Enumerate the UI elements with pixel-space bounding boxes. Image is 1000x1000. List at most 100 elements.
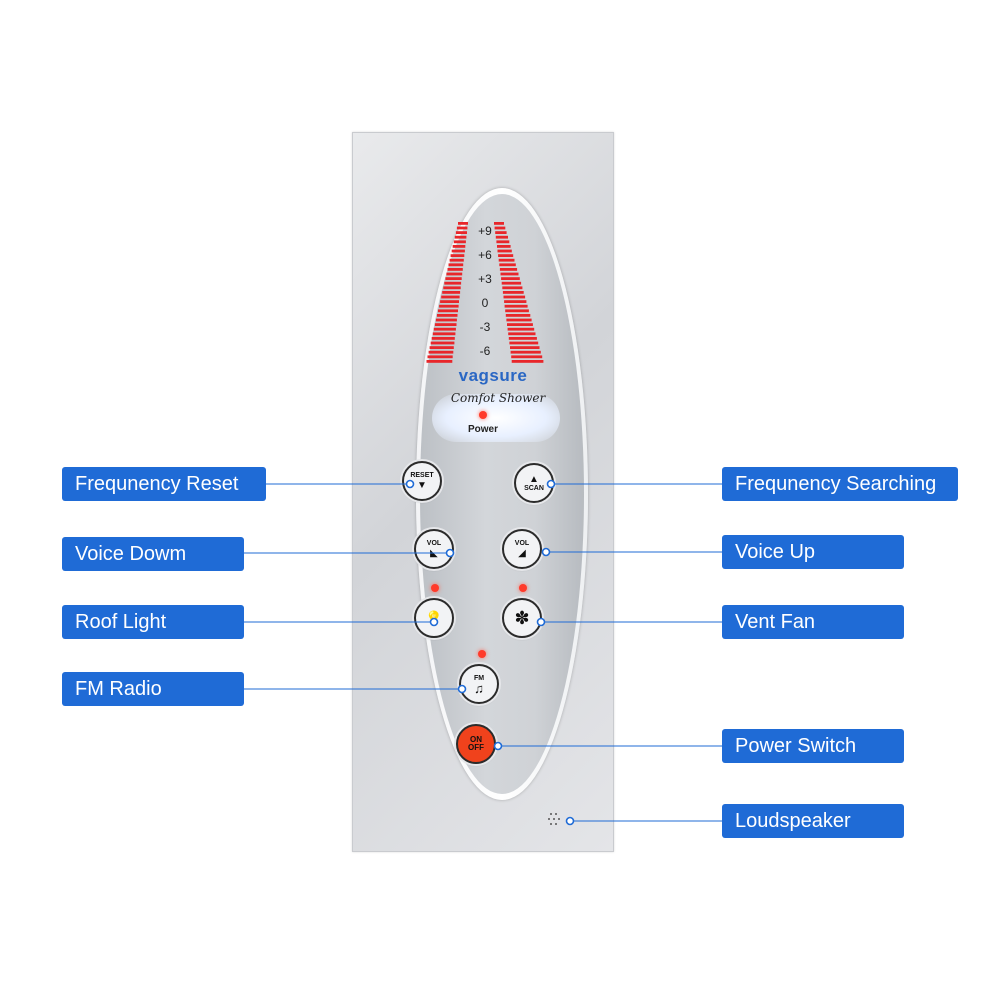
level-bar-segment bbox=[507, 323, 533, 326]
scale-tick: 0 bbox=[481, 296, 489, 310]
scale-tick: +3 bbox=[478, 272, 492, 286]
control-oval-face bbox=[420, 194, 584, 794]
connector-dot bbox=[536, 617, 546, 627]
label-roof-light: Roof Light bbox=[62, 605, 244, 639]
level-bar-segment bbox=[497, 249, 512, 253]
level-bar-segment bbox=[506, 318, 532, 322]
level-bar-segment bbox=[441, 295, 460, 299]
level-bar-segment bbox=[427, 355, 453, 359]
level-bar-segment bbox=[456, 226, 468, 230]
level-bar-segment bbox=[444, 281, 462, 285]
level-bar-segment bbox=[450, 254, 465, 257]
volume-up-label: VOL bbox=[514, 539, 530, 547]
level-bar-segment bbox=[439, 304, 459, 308]
level-bar-segment bbox=[449, 258, 464, 262]
level-bar-segment bbox=[431, 337, 455, 340]
volume-down-label: VOL bbox=[426, 539, 442, 547]
level-bar-segment bbox=[509, 341, 539, 345]
level-bar-segment bbox=[497, 245, 511, 248]
roof-light-led bbox=[431, 584, 439, 592]
level-bar-segment bbox=[433, 327, 456, 331]
level-bar-segment bbox=[443, 286, 461, 290]
product-subtitle: Comfot Shower bbox=[450, 391, 546, 405]
label-voice-down: Voice Dowm bbox=[62, 537, 244, 571]
roof-light-button[interactable]: 💡 bbox=[414, 598, 454, 638]
level-bar-segment bbox=[500, 272, 519, 276]
triangle-down-icon: ▼ bbox=[417, 479, 427, 491]
level-bar-segment bbox=[428, 350, 454, 354]
level-bar-segment bbox=[458, 222, 468, 225]
level-bar-segment bbox=[511, 360, 544, 363]
level-bar-segment bbox=[446, 272, 463, 276]
reset-button-label: RESET bbox=[410, 471, 434, 479]
level-bar-segment bbox=[426, 360, 453, 363]
fm-radio-button[interactable]: FM ♫ bbox=[459, 664, 499, 704]
label-power-switch: Power Switch bbox=[722, 729, 904, 763]
level-bar-segment bbox=[435, 318, 457, 322]
level-bar-segment bbox=[453, 240, 466, 244]
vent-fan-led bbox=[519, 584, 527, 592]
level-bar-segment bbox=[448, 263, 464, 267]
loudspeaker-grille bbox=[548, 813, 562, 825]
level-bar-segment bbox=[452, 245, 466, 248]
level-bar-segment bbox=[430, 341, 455, 345]
volume-ramp-icon: ◢ bbox=[518, 547, 526, 559]
level-bar-segment bbox=[508, 332, 536, 336]
level-bar-segment bbox=[454, 235, 467, 239]
level-bar-segment bbox=[507, 327, 535, 331]
level-bar-segment bbox=[432, 332, 456, 336]
level-bar-segment bbox=[498, 254, 514, 257]
volume-up-button[interactable]: VOL ◢ bbox=[502, 529, 542, 569]
level-bar-segment bbox=[445, 277, 462, 280]
scale-tick: +6 bbox=[478, 248, 492, 262]
level-bar-segment bbox=[499, 263, 516, 267]
connector-dot bbox=[457, 684, 467, 694]
level-bar-segment bbox=[494, 222, 504, 225]
level-bar-segment bbox=[504, 304, 528, 308]
level-bar-segment bbox=[511, 355, 543, 359]
level-bar-segment bbox=[505, 314, 531, 317]
brand-logo: vagsure bbox=[458, 366, 528, 385]
fm-radio-label: FM bbox=[473, 674, 485, 682]
level-bar-segment bbox=[434, 323, 457, 326]
level-meter-right bbox=[494, 222, 544, 363]
connector-dot bbox=[541, 547, 551, 557]
level-bar-segment bbox=[429, 346, 454, 349]
label-frequency-searching: Frequnency Searching bbox=[722, 467, 958, 501]
level-bar-segment bbox=[442, 291, 461, 294]
fan-icon: ✽ bbox=[514, 608, 530, 628]
connector-dot bbox=[565, 816, 575, 826]
level-bar-segment bbox=[510, 346, 540, 349]
level-bar-segment bbox=[505, 309, 529, 313]
level-bar-segment bbox=[502, 291, 524, 294]
level-bar-segment bbox=[495, 231, 507, 234]
level-bar-segment bbox=[498, 258, 515, 262]
power-button[interactable]: ON OFF bbox=[456, 724, 496, 764]
scale-tick: +9 bbox=[478, 224, 492, 238]
power-indicator-led bbox=[479, 411, 487, 419]
power-on-label: ON bbox=[470, 735, 482, 744]
music-note-icon: ♫ bbox=[474, 680, 484, 696]
power-off-label: OFF bbox=[468, 743, 484, 752]
fm-radio-led bbox=[478, 650, 486, 658]
scan-button-label: SCAN bbox=[524, 484, 544, 492]
connector-dot bbox=[429, 617, 439, 627]
level-bar-segment bbox=[438, 309, 458, 313]
display-glow bbox=[432, 394, 560, 442]
triangle-up-icon: ▲ bbox=[529, 473, 539, 485]
scale-tick: -3 bbox=[479, 320, 491, 334]
level-bar-segment bbox=[499, 268, 518, 271]
level-bar-segment bbox=[455, 231, 467, 234]
volume-down-button[interactable]: VOL ◢ bbox=[414, 529, 454, 569]
scale-tick: -6 bbox=[479, 344, 491, 358]
level-bar-segment bbox=[502, 286, 523, 290]
level-bar-segment bbox=[495, 235, 508, 239]
label-loudspeaker: Loudspeaker bbox=[722, 804, 904, 838]
level-bar-segment bbox=[496, 240, 510, 244]
level-bar-segment bbox=[510, 350, 541, 354]
label-frequency-reset: Frequnency Reset bbox=[62, 467, 266, 501]
level-bar-segment bbox=[501, 281, 522, 285]
level-bar-segment bbox=[447, 268, 463, 271]
level-bar-segment bbox=[508, 337, 537, 340]
